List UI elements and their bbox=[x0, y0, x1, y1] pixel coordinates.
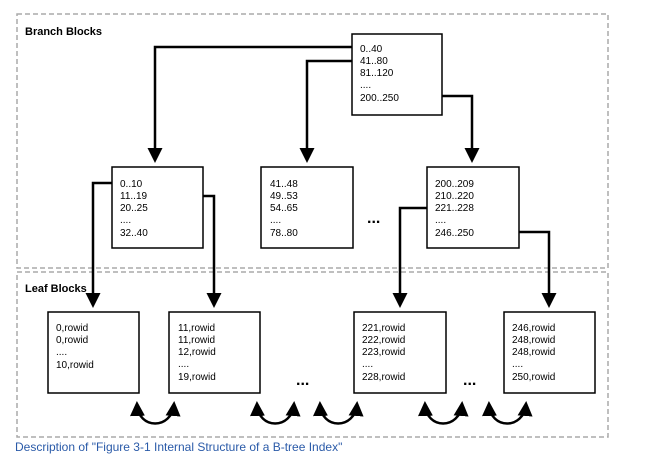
leaf-line: 0,rowid bbox=[56, 323, 88, 334]
branch-section-frame bbox=[16, 13, 609, 269]
root-line: 81..120 bbox=[360, 68, 394, 79]
pointer-arrow bbox=[85, 181, 112, 308]
leaf-line: 223,rowid bbox=[362, 347, 405, 358]
pointer-arrow bbox=[392, 206, 427, 308]
leaf-block: 11,rowid 11,rowid 12,rowid .... 19,rowid bbox=[168, 311, 261, 394]
branch-line: 41..48 bbox=[270, 179, 298, 190]
branch-line: 221..228 bbox=[435, 203, 474, 214]
leaf-line: 12,rowid bbox=[178, 347, 216, 358]
root-line: 41..80 bbox=[360, 56, 388, 67]
leaf-line: .... bbox=[362, 359, 373, 370]
leaf-block: 246,rowid 248,rowid 248,rowid .... 250,r… bbox=[503, 311, 596, 394]
leaf-line: 221,rowid bbox=[362, 323, 405, 334]
leaf-line: 228,rowid bbox=[362, 372, 405, 383]
branch-line: 200..209 bbox=[435, 179, 474, 190]
branch-block: 0..10 11..19 20..25 .... 32..40 bbox=[111, 166, 204, 249]
sibling-link-arrow bbox=[481, 401, 533, 425]
leaf-block: 0,rowid 0,rowid .... 10,rowid bbox=[47, 311, 140, 394]
branch-line: 210..220 bbox=[435, 191, 474, 202]
leaf-section-label: Leaf Blocks bbox=[25, 283, 87, 295]
leaf-block: 221,rowid 222,rowid 223,rowid .... 228,r… bbox=[353, 311, 447, 394]
root-line: .... bbox=[360, 80, 371, 91]
branch-line: .... bbox=[270, 215, 281, 226]
figure-description-link[interactable]: Description of "Figure 3-1 Internal Stru… bbox=[15, 440, 343, 454]
leaf-line: 248,rowid bbox=[512, 335, 555, 346]
branch-line: 78..80 bbox=[270, 228, 298, 239]
leaf-line: 11,rowid bbox=[178, 335, 215, 346]
pointer-arrow bbox=[299, 59, 352, 163]
pointer-arrow bbox=[519, 230, 557, 308]
branch-line: 0..10 bbox=[120, 179, 143, 190]
branch-block: 200..209 210..220 221..228 .... 246..250 bbox=[426, 166, 520, 249]
pointer-arrow bbox=[203, 194, 222, 308]
leaf-line: 10,rowid bbox=[56, 360, 94, 371]
leaf-line: 246,rowid bbox=[512, 323, 555, 334]
leaf-line: 248,rowid bbox=[512, 347, 555, 358]
branch-ellipsis: ... bbox=[367, 210, 380, 227]
branch-line: .... bbox=[435, 215, 446, 226]
sibling-link-arrow bbox=[417, 401, 469, 425]
tree-pointers bbox=[85, 45, 557, 308]
leaf-line: 250,rowid bbox=[512, 372, 555, 383]
leaf-line: .... bbox=[56, 347, 67, 358]
pointer-arrow bbox=[442, 94, 480, 163]
branch-section-label: Branch Blocks bbox=[25, 26, 102, 38]
leaf-line: 11,rowid bbox=[178, 323, 215, 334]
sibling-links bbox=[129, 401, 533, 425]
sibling-link-arrow bbox=[312, 401, 364, 425]
leaf-ellipsis: ... bbox=[463, 372, 476, 389]
root-block: 0..40 41..80 81..120 .... 200..250 bbox=[351, 33, 443, 116]
leaf-line: .... bbox=[512, 359, 523, 370]
branch-line: .... bbox=[120, 215, 131, 226]
leaf-line: 0,rowid bbox=[56, 335, 88, 346]
pointer-arrow bbox=[147, 45, 352, 163]
branch-line: 54..65 bbox=[270, 203, 298, 214]
leaf-line: 19,rowid bbox=[178, 372, 216, 383]
branch-line: 32..40 bbox=[120, 228, 148, 239]
leaf-line: 222,rowid bbox=[362, 335, 405, 346]
leaf-section-frame bbox=[16, 271, 609, 438]
branch-block: 41..48 49..53 54..65 .... 78..80 bbox=[260, 166, 354, 249]
sibling-link-arrow bbox=[249, 401, 301, 425]
branch-line: 246..250 bbox=[435, 228, 474, 239]
branch-line: 49..53 bbox=[270, 191, 298, 202]
root-line: 0..40 bbox=[360, 44, 383, 55]
leaf-ellipsis: ... bbox=[296, 372, 309, 389]
sibling-link-arrow bbox=[129, 401, 181, 425]
branch-line: 20..25 bbox=[120, 203, 148, 214]
leaf-line: .... bbox=[178, 359, 189, 370]
root-line: 200..250 bbox=[360, 93, 399, 104]
branch-line: 11..19 bbox=[120, 191, 147, 202]
